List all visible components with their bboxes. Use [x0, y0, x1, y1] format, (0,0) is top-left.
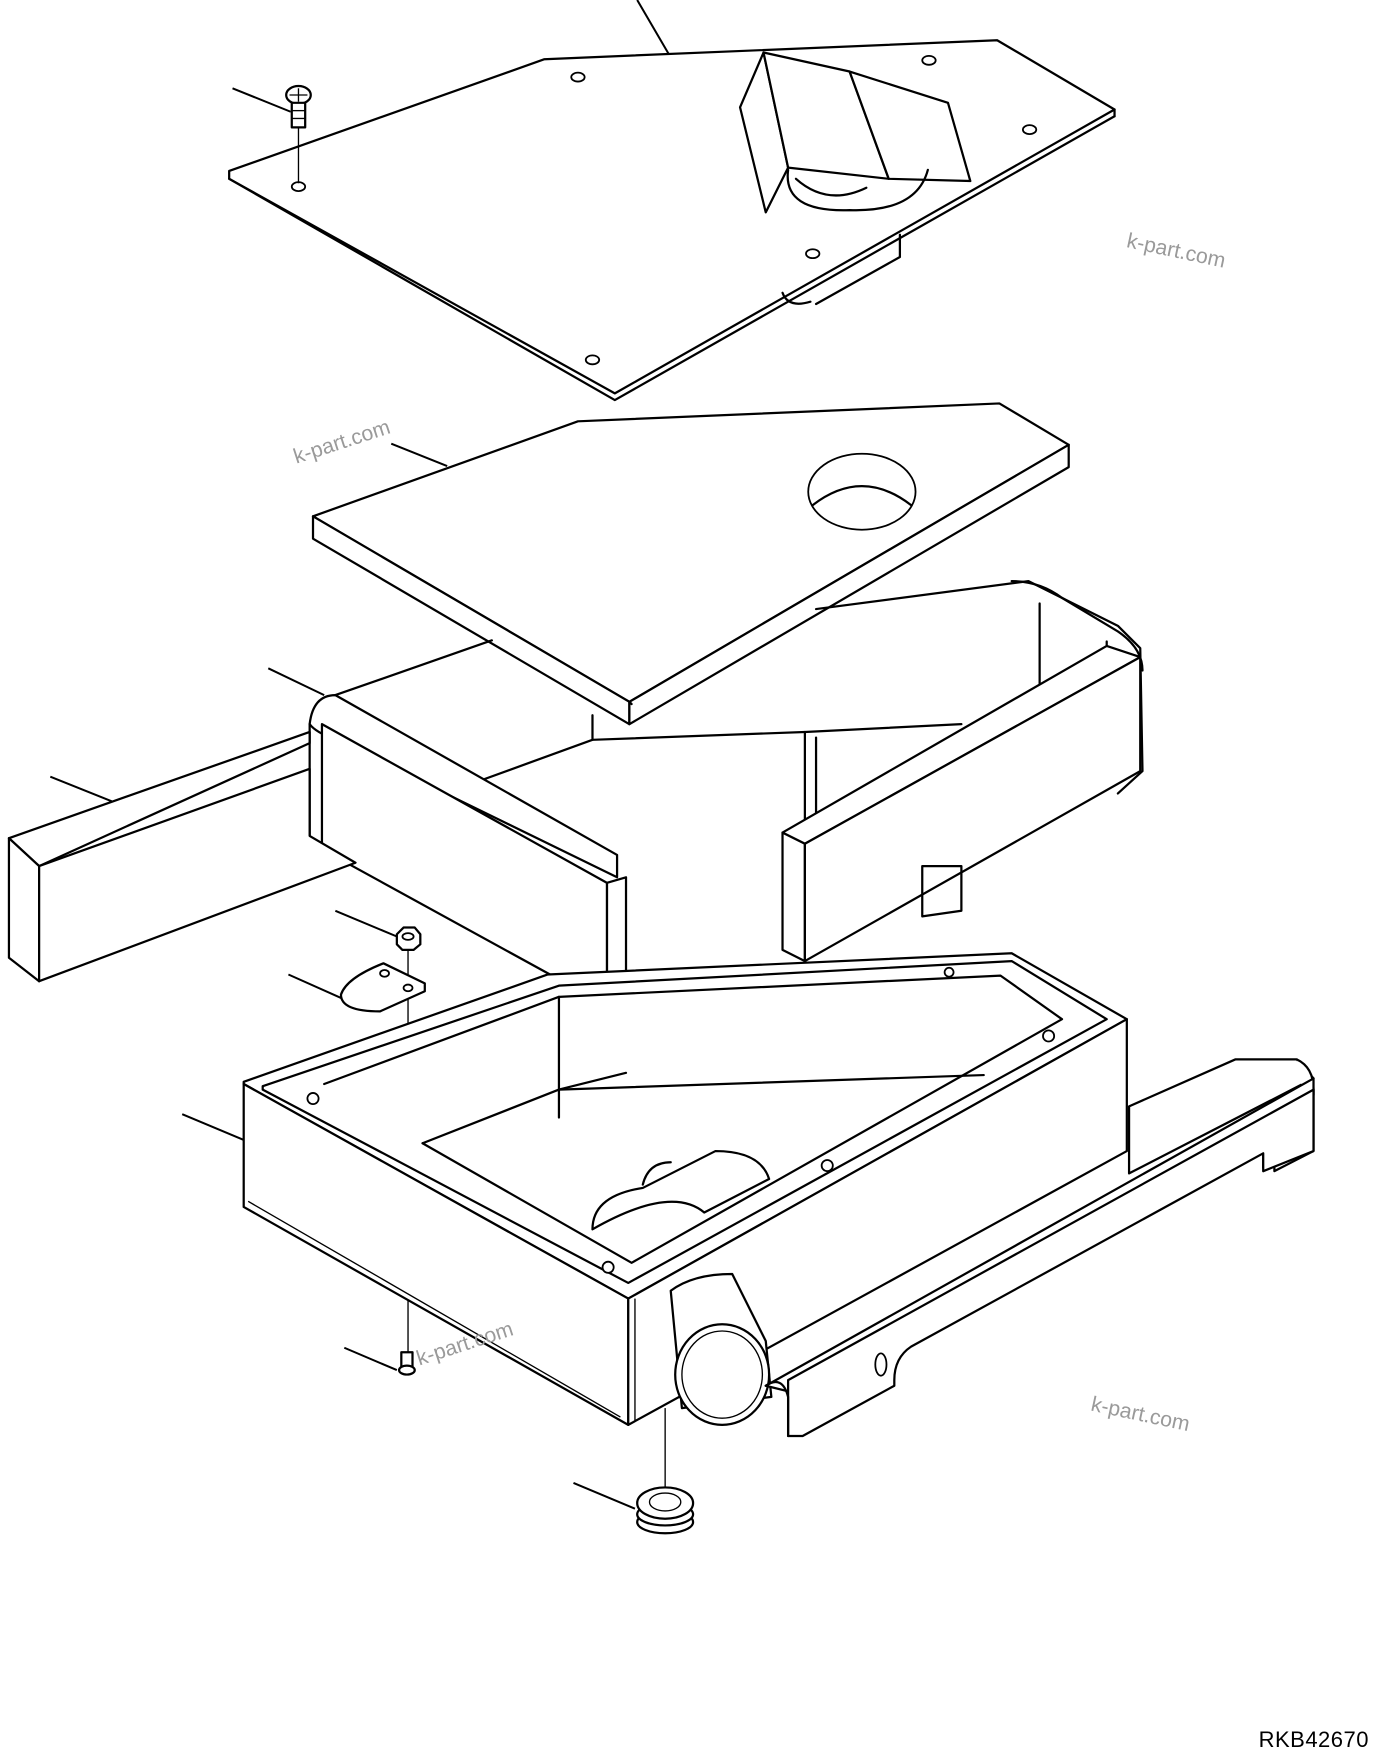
cover-screw — [232, 84, 312, 184]
grommet — [573, 1408, 695, 1535]
top-cover-plate — [228, 0, 1116, 402]
lower-case — [181, 952, 1128, 1426]
watermark-text: k-part.com — [1125, 229, 1228, 272]
bracket-plate — [288, 962, 426, 1013]
watermark-text: k-part.com — [291, 416, 393, 469]
watermark-text: k-part.com — [1089, 1393, 1192, 1436]
foam-strip — [7, 730, 357, 983]
foam-pad — [311, 402, 1070, 726]
duct-frame — [267, 580, 1144, 1007]
case-screw — [343, 1346, 416, 1376]
drawing-code: RKB42670 — [1258, 1727, 1369, 1752]
air-hood — [738, 51, 972, 214]
mounting-rail — [764, 1058, 1315, 1438]
